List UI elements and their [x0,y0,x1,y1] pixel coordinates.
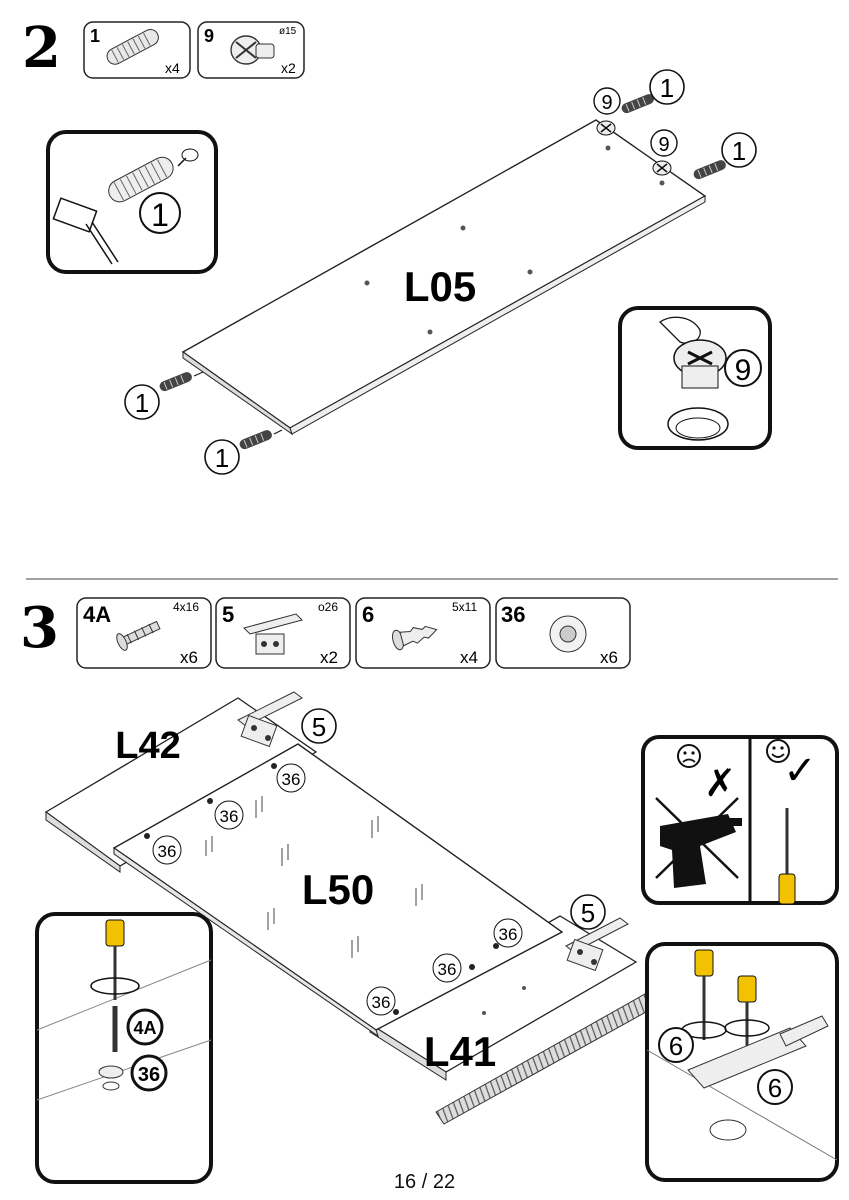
hinge-icon [243,613,303,655]
svg-text:5: 5 [222,602,234,627]
step-2-number: 2 [22,15,61,81]
svg-text:5x11: 5x11 [452,600,477,614]
screwdriver-icon [105,919,125,947]
wooden-dowel-icon [106,28,159,65]
svg-text:4A: 4A [83,602,111,627]
svg-text:x4: x4 [460,648,478,667]
checkmark-icon: ✓ [783,749,817,793]
screwdriver-icon [737,975,757,1003]
svg-text:36: 36 [499,925,518,944]
drill-icon [660,814,742,888]
screwdriver-icon [694,949,714,977]
dowel-arrows [157,92,728,452]
svg-text:1: 1 [135,388,149,418]
callout-9: 9 [735,354,752,387]
cam-lock-icon [596,120,672,176]
svg-text:x2: x2 [320,648,338,667]
callout-hinge: 5 5 [301,708,606,930]
svg-text:36: 36 [138,1064,160,1086]
sad-face-icon [677,744,701,768]
svg-text:36: 36 [158,842,177,861]
svg-text:4A: 4A [133,1018,156,1038]
wall-plug-icon [392,625,438,651]
tool-guidance-box: ✗ ✓ [641,735,839,905]
panel-L42: L42 [44,697,318,873]
part-box-cam-lock: 9 ø15 x2 [197,21,305,79]
screwdriver-icon [778,808,796,905]
callout-1: 1 [151,197,169,233]
panel-L05: L42 L05 [181,119,707,436]
rotate-arrow-icon [90,977,140,995]
cam-lock-icon [230,35,275,65]
part-qty: x2 [281,60,296,76]
svg-text:36: 36 [372,993,391,1012]
svg-text:5: 5 [312,712,326,742]
svg-text:6: 6 [669,1031,683,1061]
callout-dowel: 1 1 1 1 [124,69,757,475]
happy-face-icon [766,739,790,763]
part-box-screw: 4A 4x16 x6 [76,597,212,669]
bumper-pad-icon [549,615,587,653]
svg-text:L41: L41 [424,1028,496,1075]
callout-bumper: 36 36 36 36 36 36 [152,763,523,1016]
svg-text:36: 36 [220,807,239,826]
part-box-hinge: 5 o26 x2 [215,597,351,669]
hinge-icon [237,691,629,972]
detail-box-screw: 4A 36 [35,912,213,1184]
svg-text:5: 5 [581,898,595,928]
svg-text:36: 36 [501,602,525,627]
wooden-dowel-icon [108,156,174,203]
detail-box-cam-lock: 9 [618,306,772,450]
svg-text:9: 9 [658,134,669,156]
cross-icon: ✗ [704,763,736,805]
hammer-icon [52,197,119,265]
svg-text:6: 6 [768,1073,782,1103]
svg-text:9: 9 [601,92,612,114]
svg-text:1: 1 [660,73,674,103]
svg-text:6: 6 [362,602,374,627]
part-id: 9 [204,26,214,46]
page-number: 16 / 22 [393,1171,456,1193]
svg-text:4x16: 4x16 [173,600,199,614]
detail-box-dowel: 1 [46,130,218,274]
svg-text:36: 36 [438,960,457,979]
svg-text:x6: x6 [180,648,198,667]
svg-text:1: 1 [215,443,229,473]
part-box-dowel: 1 x4 [83,21,191,79]
callout-cam: 9 9 [593,87,678,157]
part-id: 1 [90,26,100,46]
svg-text:L42: L42 [115,725,180,767]
svg-text:x6: x6 [600,648,618,667]
svg-text:36: 36 [282,770,301,789]
part-box-bumper: 36 x6 [495,597,631,669]
svg-text:o26: o26 [318,600,338,614]
detail-box-hinge-plugs: 6 6 [645,942,839,1182]
svg-text:L50: L50 [302,866,374,913]
part-box-wall-plug: 6 5x11 x4 [355,597,491,669]
screw-icon [116,620,161,651]
panel-label-L05: L05 [404,263,476,310]
part-spec: ø15 [279,26,297,37]
svg-text:1: 1 [732,136,746,166]
part-qty: x4 [165,60,180,76]
step-3-number: 3 [20,595,59,661]
